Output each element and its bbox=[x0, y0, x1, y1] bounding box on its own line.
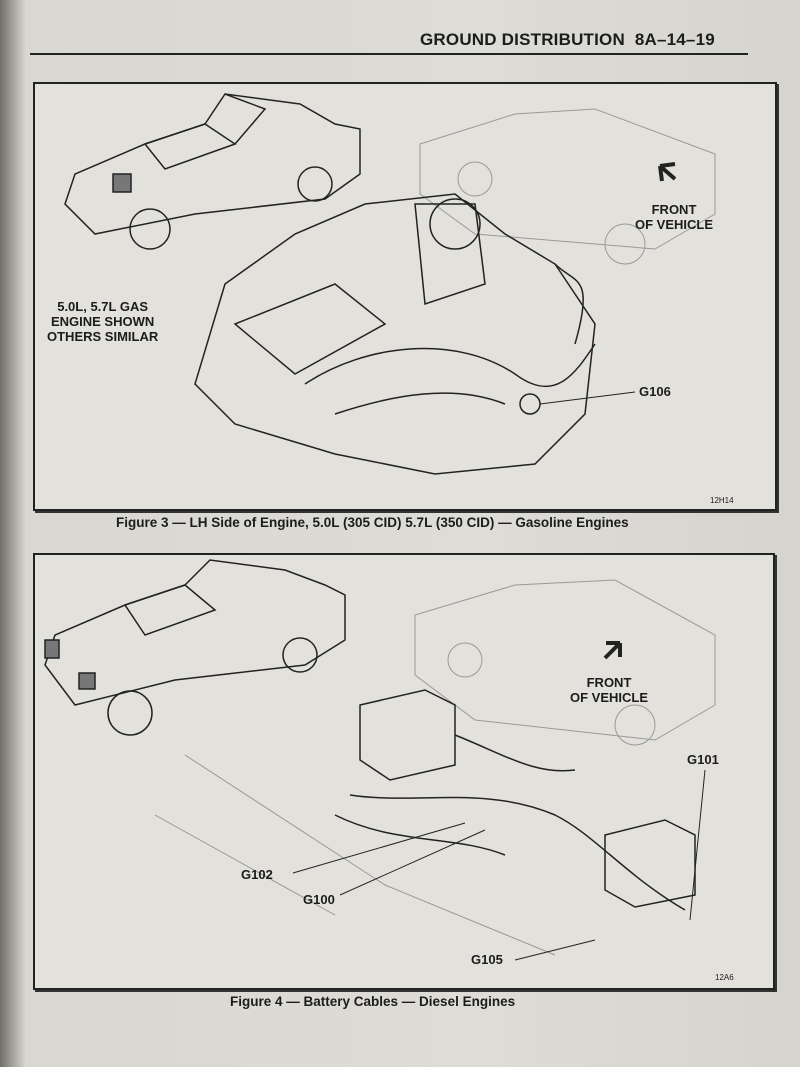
header-rule bbox=[30, 53, 748, 55]
callout-g102: G102 bbox=[241, 867, 273, 882]
battery-cable-illustration bbox=[44, 559, 716, 961]
battery-drawing bbox=[334, 689, 696, 911]
truck-icon bbox=[64, 93, 361, 250]
figure-code: 12A6 bbox=[715, 973, 734, 982]
callout-g106: G106 bbox=[639, 384, 671, 399]
section-title: GROUND DISTRIBUTION bbox=[420, 30, 625, 49]
callout-g101: G101 bbox=[687, 752, 719, 767]
engine-illustration bbox=[64, 93, 716, 475]
arrow-icon bbox=[603, 641, 622, 660]
figure-code: 12H14 bbox=[710, 496, 734, 505]
page-header: GROUND DISTRIBUTION 8A–14–19 bbox=[420, 30, 715, 50]
callout-g100: G100 bbox=[303, 892, 335, 907]
figure-3-caption: Figure 3 — LH Side of Engine, 5.0L (305 … bbox=[116, 515, 629, 530]
figure-4-caption: Figure 4 — Battery Cables — Diesel Engin… bbox=[230, 994, 516, 1009]
truck-icon bbox=[44, 559, 346, 736]
arrow-icon bbox=[658, 162, 677, 182]
callout-g105: G105 bbox=[471, 952, 503, 967]
engine-drawing bbox=[194, 193, 596, 475]
page-number: 8A–14–19 bbox=[634, 30, 715, 49]
